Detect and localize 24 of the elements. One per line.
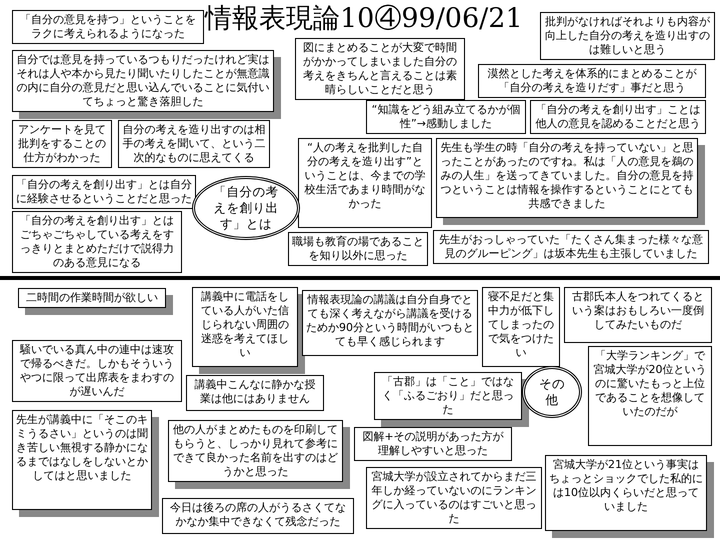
comment-note: “知識をどう組み立てるかが個性”→感動しました — [366, 100, 526, 134]
comment-note: 職場も教育の場であることを知り以外に思った — [288, 232, 428, 266]
comment-note: 「自分の考えを創り出す」とは自分に経験させるということだと思った — [12, 175, 196, 209]
comment-note: 「自分の意見を持つ」ということをラクに考えられるようになった — [12, 10, 204, 44]
comment-note: 漠然とした考えを体系的にまとめることが「自分の考えを造りだす」事だと思う — [478, 64, 706, 98]
comment-note: 情報表現論の講議は自分自身でとても深く考えながら講議を受けるためか90分という時間がいつもとても早く感じられます — [302, 290, 478, 356]
comment-note: 騒いでいる真ん中の連中は速攻で帰るべきだ。しかもそういうやつに限って出席表をまわすのが遅いんだ — [12, 340, 182, 402]
comment-note: 「大学ランキング」で宮城大学が20位というのに驚いたもっと上位であることを想像していたのだが — [588, 346, 712, 446]
comment-note: 講義中こんなに静かな授業は他にはありません — [186, 375, 324, 411]
comment-note: 図解+その説明があった方が理解しやすいと思った — [354, 427, 512, 461]
comment-note: 「自分の考えを創り出す」ことは他人の意見を認めることだと思う — [530, 100, 706, 134]
topic-oval: その他 — [522, 366, 582, 418]
comment-note: 古郡氏本人をつれてくるという案はおもしろい一度倒してみたいものだ — [564, 287, 712, 343]
comment-note: 宮城大学が設立されてからまだ三年しか経っていないのにランキングに入っているのはすごいと思った — [366, 467, 542, 529]
comment-note: 図にまとめることが大変で時間がかかってしまいました自分の考えをきちんと言えることは素晴らしいことだと思う — [295, 38, 465, 100]
slide-title: 情報表現論10④99/06/21 — [205, 2, 523, 36]
comment-note: 先生がおっしゃっていた「たくさん集まった様々な意見のグルーピング」は坂本先生も主張していました — [433, 230, 709, 264]
comment-note: アンケートを見て批判をすることの仕方がわかった — [12, 120, 112, 168]
comment-note: 自分の考えを造り出すのは相手の考えを聞いて、という二次的なものに思えてくる — [118, 120, 270, 168]
comment-note: 寝不足だと集中力が低下してしまったので気をつけたい — [482, 287, 560, 367]
comment-note: 「自分の考えを創り出す」とはごちゃごちゃしている考えをすっきりとまとめただけで説得力のある意見になる — [12, 211, 182, 273]
comment-note: “人の考えを批判した自分の考えを造り出す”ということは、今までの学校生活であまり時間がなかった — [298, 138, 432, 228]
comment-note: 批判がなければそれよりも内容が向上した自分の考えを造り出すのは難しいと思う — [540, 12, 715, 60]
comment-note: 今日は後ろの席の人がうるさくてなかなか集中できなくて残念だった — [162, 498, 354, 534]
